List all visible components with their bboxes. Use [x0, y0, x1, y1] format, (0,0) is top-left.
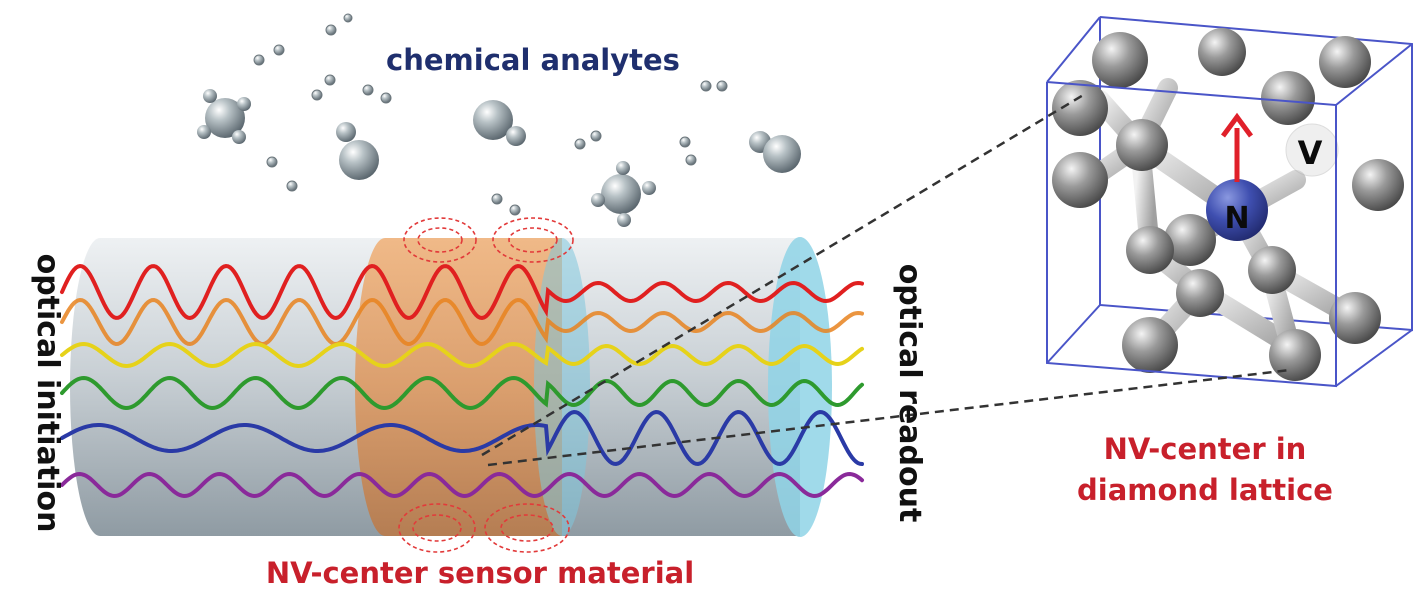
- field-loop-top-right: [492, 217, 574, 263]
- analyte-sphere: [617, 213, 631, 227]
- analyte-sphere: [197, 125, 211, 139]
- analyte-sphere: [343, 13, 353, 23]
- carbon-atoms: [1052, 28, 1404, 381]
- interface-disk: [534, 238, 590, 536]
- wave-red: [60, 263, 864, 321]
- label-lattice-line2: diamond lattice: [1077, 473, 1333, 507]
- analyte-sphere: [286, 180, 298, 192]
- analyte-sphere: [232, 130, 246, 144]
- analyte-sphere: [642, 181, 656, 195]
- analyte-sphere: [473, 100, 513, 140]
- wave-orange: [60, 297, 864, 347]
- vacancy-site: [1285, 123, 1339, 177]
- analyte-sphere: [601, 174, 641, 214]
- analyte-sphere: [700, 80, 712, 92]
- analyte-sphere: [324, 74, 336, 86]
- analyte-sphere: [253, 54, 265, 66]
- label-chemical-analytes: chemical analytes: [386, 43, 680, 77]
- wave-yellow: [60, 341, 864, 369]
- atom-label-v: V: [1298, 134, 1323, 172]
- atom-label-n: N: [1224, 201, 1249, 236]
- analyte-sphere: [590, 130, 602, 142]
- label-sensor-material: NV-center sensor material: [266, 556, 694, 590]
- analyte-sphere: [716, 80, 728, 92]
- analyte-sphere: [205, 98, 245, 138]
- cube-front-edges: [1046, 43, 1413, 388]
- analyte-sphere: [380, 92, 392, 104]
- nitrogen-atom: [1206, 179, 1268, 241]
- label-optical-readout: optical readout: [892, 264, 927, 523]
- field-loops: [398, 217, 574, 553]
- analyte-sphere: [237, 97, 251, 111]
- wave-green: [60, 375, 864, 411]
- zoom-lines: [481, 92, 1291, 467]
- spin-arrow: [1220, 112, 1254, 182]
- analyte-sphere: [336, 122, 356, 142]
- analyte-sphere: [509, 204, 521, 216]
- analyte-sphere: [679, 136, 691, 148]
- analyte-sphere: [506, 126, 526, 146]
- field-loop-bottom-left: [398, 503, 476, 553]
- analyte-sphere: [311, 89, 323, 101]
- analyte-sphere: [273, 44, 285, 56]
- optical-waves: [60, 263, 864, 499]
- analyte-molecules: [197, 13, 801, 227]
- analyte-sphere: [325, 24, 337, 36]
- field-loop-bottom-right: [484, 503, 570, 553]
- analyte-sphere: [616, 161, 630, 175]
- analyte-sphere: [339, 140, 379, 180]
- analyte-sphere: [685, 154, 697, 166]
- analyte-sphere: [491, 193, 503, 205]
- analyte-sphere: [763, 135, 801, 173]
- analyte-sphere: [574, 138, 586, 150]
- field-loop-top-left: [403, 217, 477, 263]
- analyte-sphere: [362, 84, 374, 96]
- analyte-sphere: [591, 193, 605, 207]
- analyte-sphere: [203, 89, 217, 103]
- label-optical-initiation: optical initiation: [30, 254, 65, 533]
- diamond-lattice: N V: [1046, 16, 1413, 388]
- analyte-sphere: [266, 156, 278, 168]
- label-lattice-line1: NV-center in: [1104, 432, 1307, 466]
- wave-violet: [60, 471, 864, 499]
- wave-blue: [60, 409, 864, 467]
